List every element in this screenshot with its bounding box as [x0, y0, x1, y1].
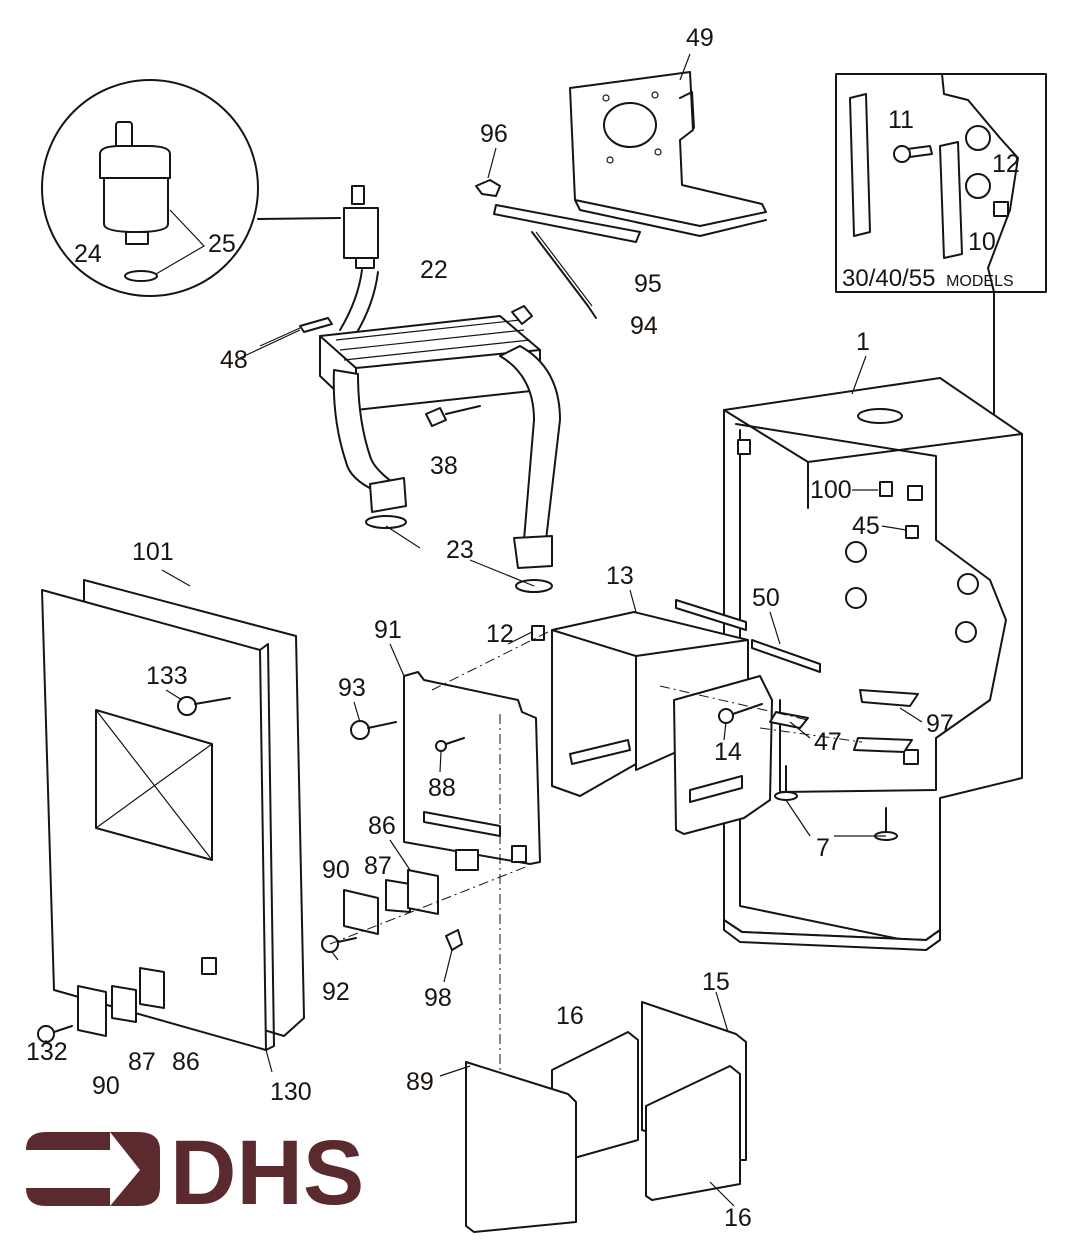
part-88-screw	[435, 737, 465, 752]
label-98: 98	[424, 984, 452, 1012]
part-91-control-plate	[403, 625, 549, 1230]
logo-text: DHS	[170, 1122, 364, 1224]
label-90b: 90	[92, 1072, 120, 1100]
label-90: 90	[322, 856, 350, 884]
label-22: 22	[420, 256, 448, 284]
logo-arrow-icon	[26, 1132, 160, 1206]
part-labels: 49 96 95 94 24 25 22 48 38 23 11 12 10 1…	[26, 24, 1020, 1232]
label-86b: 86	[172, 1048, 200, 1076]
label-87: 87	[364, 852, 392, 880]
label-24: 24	[74, 240, 102, 268]
part-14-panel	[673, 675, 773, 835]
part-95-rail	[493, 204, 641, 243]
label-12-inset: 12	[992, 150, 1020, 178]
part-49-bracket	[569, 71, 767, 237]
insulation-panels	[465, 1001, 747, 1233]
label-88: 88	[428, 774, 456, 802]
label-96: 96	[480, 120, 508, 148]
label-1: 1	[856, 328, 870, 356]
label-93: 93	[338, 674, 366, 702]
label-86: 86	[368, 812, 396, 840]
label-97: 97	[926, 710, 954, 738]
part-93-screw	[350, 720, 397, 740]
label-11: 11	[888, 106, 914, 134]
part-96-clip	[475, 179, 501, 197]
label-100: 100	[810, 476, 852, 504]
label-95: 95	[634, 270, 662, 298]
leader-lines	[45, 53, 923, 1207]
label-16b: 16	[724, 1204, 752, 1232]
part-94-rod	[531, 231, 597, 319]
label-47: 47	[814, 728, 842, 756]
models-label: 30/40/55 MODELS	[842, 265, 1014, 292]
label-87b: 87	[128, 1048, 156, 1076]
label-10: 10	[968, 228, 996, 256]
label-13: 13	[606, 562, 634, 590]
dhs-logo: DHS	[26, 1122, 364, 1224]
part-1-casing	[723, 377, 1023, 951]
label-50: 50	[752, 584, 780, 612]
label-49: 49	[686, 24, 714, 52]
label-38: 38	[430, 452, 458, 480]
label-23: 23	[446, 536, 474, 564]
parts-86-87-90-92-98	[321, 865, 529, 953]
svg-text:30/40/55 MODELS: 30/40/55 MODELS	[842, 265, 1014, 292]
label-130: 130	[270, 1078, 312, 1106]
label-92: 92	[322, 978, 350, 1006]
label-25: 25	[208, 230, 236, 258]
label-94: 94	[630, 312, 658, 340]
part-13-chamber	[551, 611, 749, 797]
label-7: 7	[816, 834, 830, 862]
label-101: 101	[132, 538, 174, 566]
part-47-97-clips	[659, 685, 919, 753]
part-38-heat-exchanger	[259, 305, 561, 593]
label-132: 132	[26, 1038, 68, 1066]
label-48: 48	[220, 346, 248, 374]
part-22-vent	[339, 185, 379, 335]
part-50-rail	[675, 599, 821, 673]
label-14: 14	[714, 738, 742, 766]
models-inset-box	[835, 73, 1047, 571]
label-91: 91	[374, 616, 402, 644]
models-numbers: 30/40/55	[842, 265, 935, 292]
label-89: 89	[406, 1068, 434, 1096]
part-101-front-panel	[41, 579, 305, 1051]
models-suffix: MODELS	[946, 273, 1014, 290]
label-16: 16	[556, 1002, 584, 1030]
label-133: 133	[146, 662, 188, 690]
parts-132-87-86-90	[37, 967, 165, 1043]
label-15: 15	[702, 968, 730, 996]
air-vent-inset	[41, 79, 341, 297]
label-45: 45	[852, 512, 880, 540]
